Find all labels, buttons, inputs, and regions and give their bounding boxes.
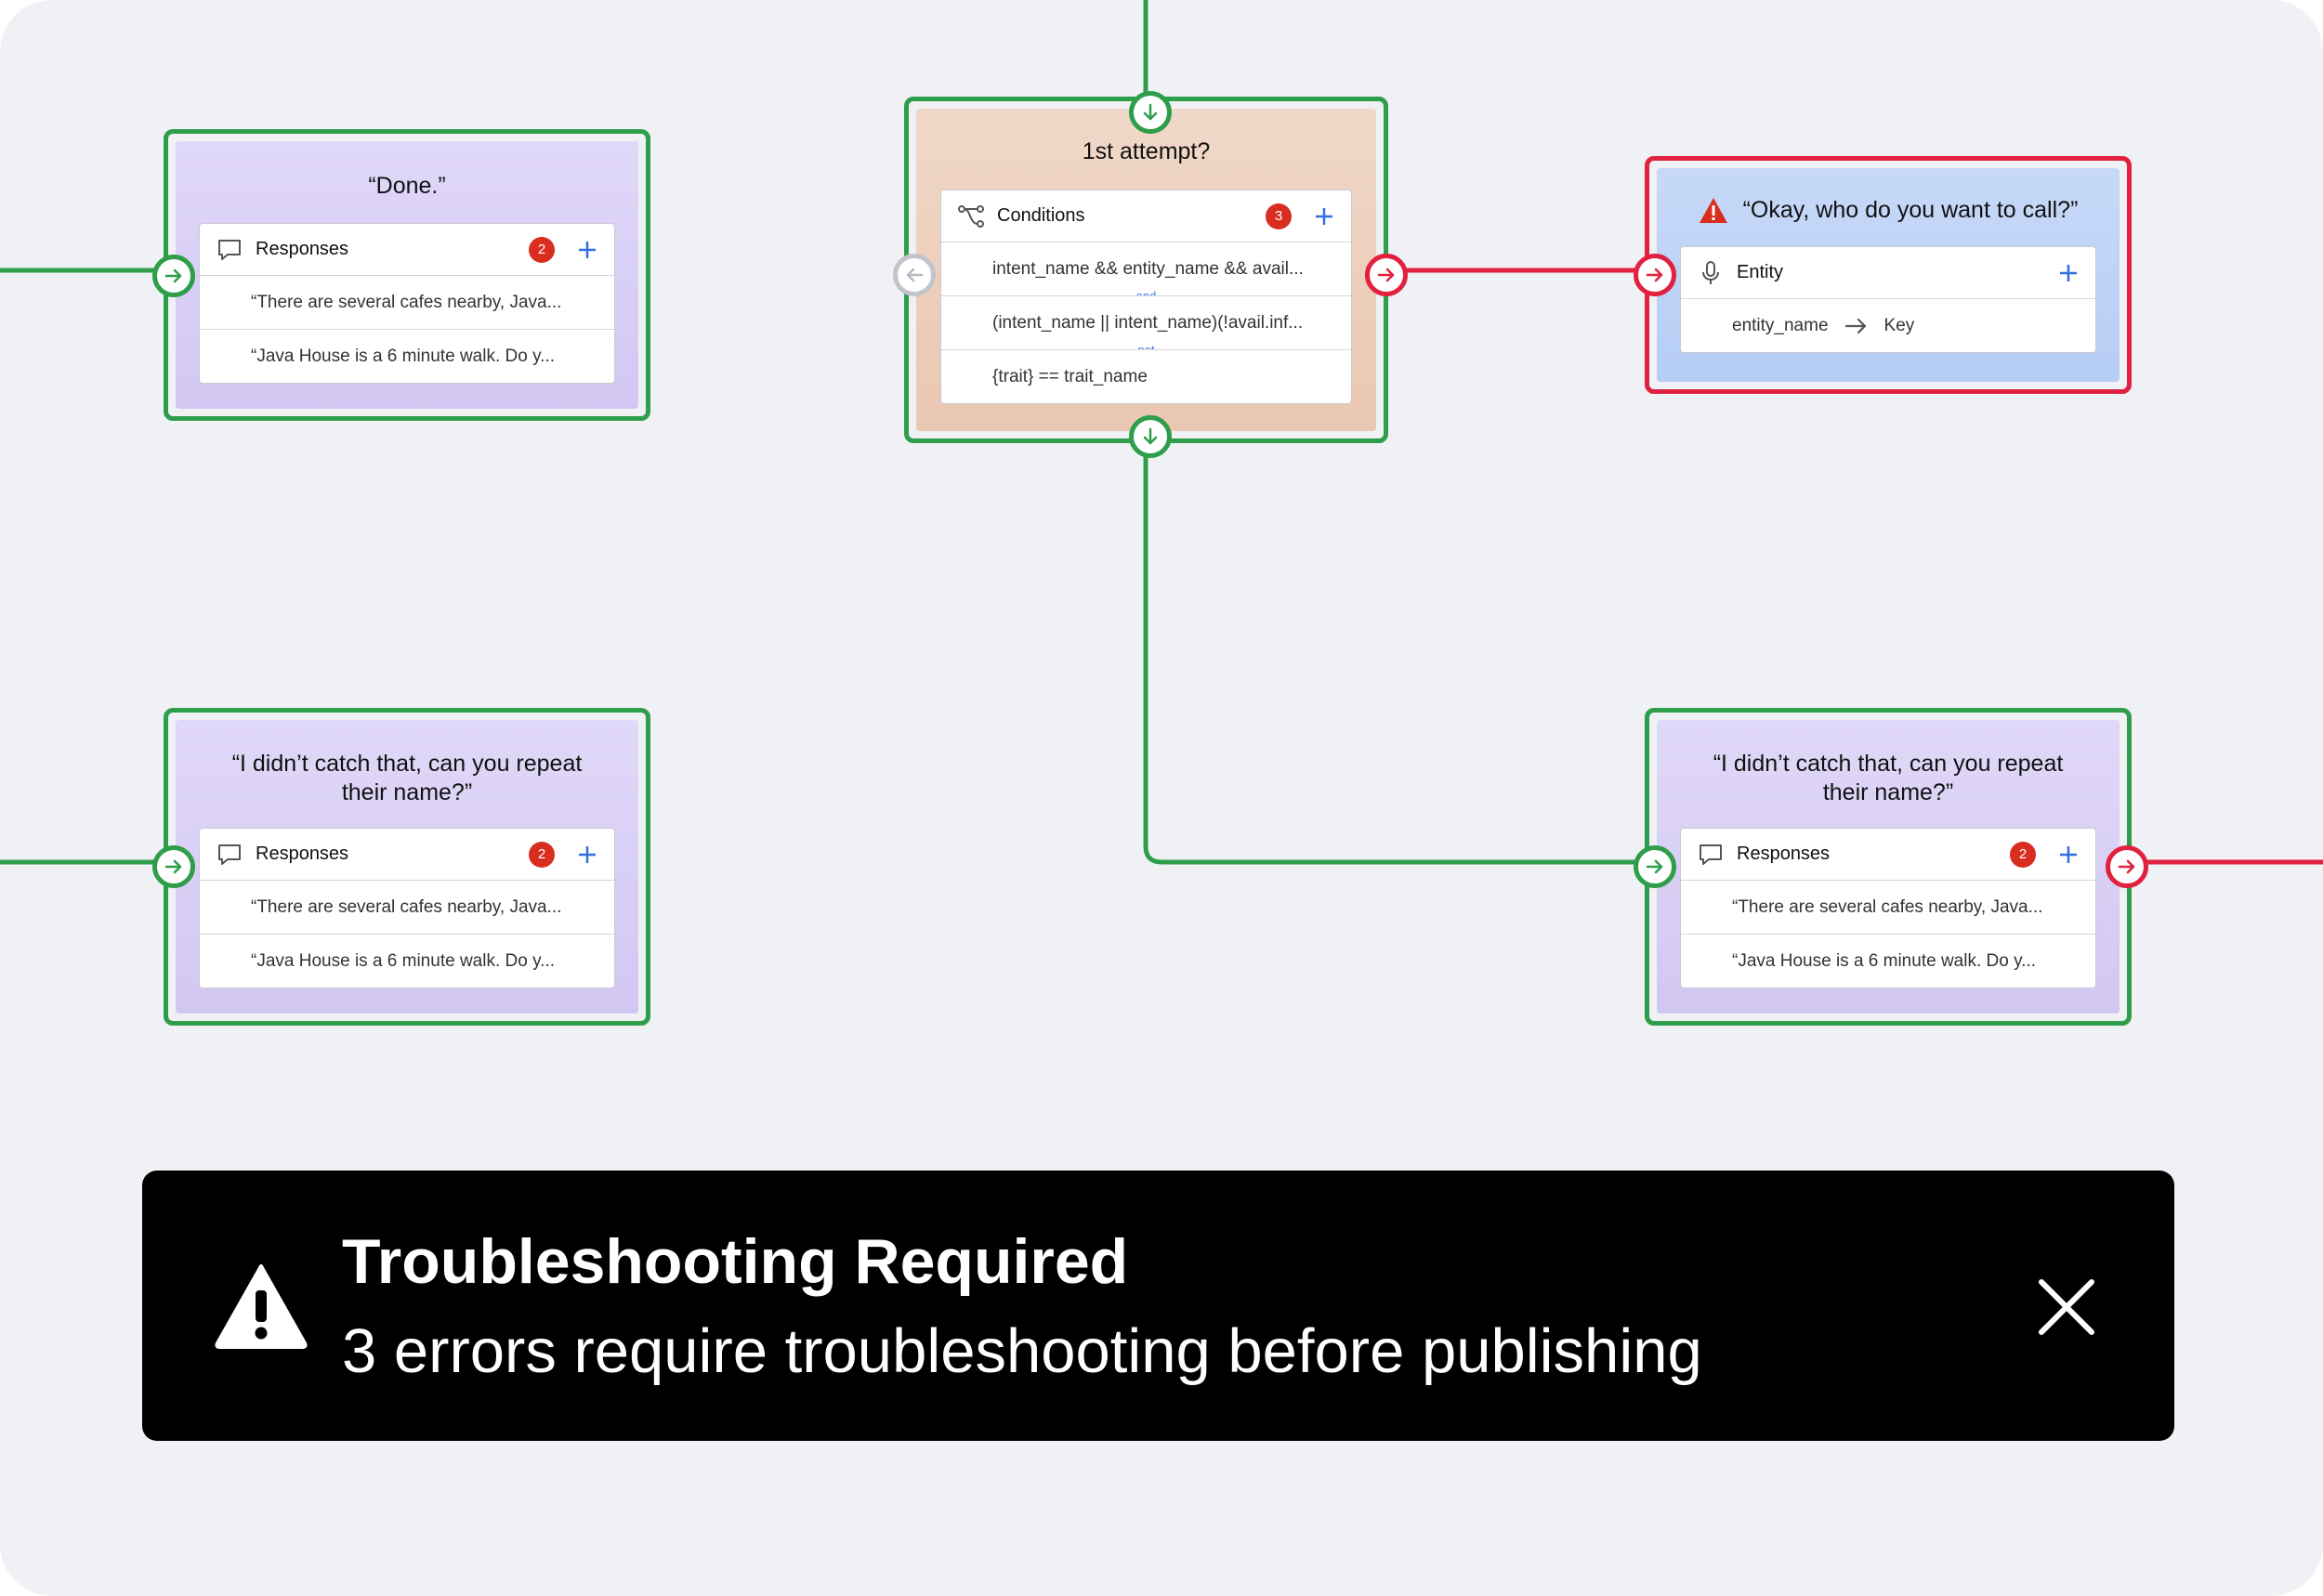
- warning-icon: [215, 1264, 308, 1349]
- plus-icon[interactable]: [2056, 843, 2080, 867]
- arrow-right-icon: [164, 859, 182, 874]
- chat-bubble-icon: [218, 239, 241, 260]
- card-label: Entity: [1737, 262, 1784, 282]
- node-title: “Okay, who do you want to call?”: [1742, 197, 2079, 223]
- card-label: Responses: [1737, 844, 1831, 864]
- card-label: Responses: [256, 239, 349, 259]
- operator-label: and: [1130, 289, 1162, 295]
- responses-card[interactable]: Responses 2 “There are several cafes nea…: [1680, 828, 2096, 988]
- card-header: Responses 2: [1681, 829, 2095, 881]
- microphone-icon: [1702, 260, 1719, 284]
- plus-icon[interactable]: [575, 238, 599, 262]
- node-title: 1st attempt?: [1082, 138, 1211, 164]
- count-badge: 2: [2010, 841, 2036, 868]
- response-row[interactable]: “Java House is a 6 minute walk. Do y...: [1732, 950, 2036, 971]
- error-input-port[interactable]: [1634, 254, 1676, 296]
- arrow-right-icon: [1646, 859, 1663, 874]
- responses-card[interactable]: Responses 2 “There are several cafes nea…: [199, 223, 615, 384]
- plus-icon[interactable]: [1312, 204, 1336, 229]
- error-output-port[interactable]: [2106, 845, 2148, 888]
- node-first-attempt[interactable]: 1st attempt? Conditions 3 intent_name &&…: [893, 91, 1408, 458]
- card-header: Responses 2: [200, 829, 614, 881]
- condition-row[interactable]: {trait} == trait_name: [941, 350, 1351, 403]
- chat-bubble-icon: [218, 844, 241, 865]
- arrow-right-icon: [2118, 859, 2135, 874]
- toast-message: 3 errors require troubleshooting before …: [342, 1316, 1702, 1386]
- toast-title: Troubleshooting Required: [342, 1226, 1129, 1297]
- entity-mapping-row[interactable]: entity_name Key: [1681, 299, 2095, 352]
- response-row[interactable]: “There are several cafes nearby, Java...: [1681, 881, 2095, 935]
- card-header: Responses 2: [200, 224, 614, 276]
- responses-card[interactable]: Responses 2 “There are several cafes nea…: [199, 828, 615, 988]
- node-title: “I didn’t catch that, can you repeat the…: [231, 751, 583, 805]
- entity-card[interactable]: Entity entity_name Key: [1680, 246, 2096, 353]
- count-badge: 2: [529, 841, 555, 868]
- condition-text: (intent_name || intent_name)(!avail.inf.…: [992, 312, 1304, 333]
- node-title-row: “Okay, who do you want to call?”: [1649, 196, 2127, 225]
- entity-source: entity_name: [1732, 315, 1829, 335]
- card-header: Conditions 3: [941, 190, 1351, 242]
- condition-row[interactable]: intent_name && entity_name && avail... a…: [941, 242, 1351, 296]
- close-icon[interactable]: [2034, 1275, 2099, 1340]
- wire-attempt-to-repeat-right: [1143, 432, 1650, 865]
- node-done[interactable]: “Done.” Responses 2 “There are several c…: [152, 129, 650, 421]
- node-title: “Done.”: [368, 173, 446, 199]
- response-row[interactable]: “Java House is a 6 minute walk. Do y...: [251, 346, 555, 366]
- error-output-port[interactable]: [1365, 254, 1408, 296]
- condition-text: {trait} == trait_name: [992, 366, 1148, 386]
- operator-label: not: [1132, 343, 1161, 349]
- response-row[interactable]: “Java House is a 6 minute walk. Do y...: [251, 950, 555, 971]
- card-label: Conditions: [997, 205, 1085, 226]
- condition-row[interactable]: (intent_name || intent_name)(!avail.inf.…: [941, 296, 1351, 350]
- input-port[interactable]: [1634, 845, 1676, 888]
- arrow-down-icon: [1143, 103, 1158, 121]
- arrow-down-icon: [1143, 427, 1158, 445]
- input-port[interactable]: [152, 845, 195, 888]
- count-badge: 2: [529, 236, 555, 263]
- arrow-left-icon: [906, 268, 924, 282]
- node-who-to-call[interactable]: “Okay, who do you want to call?” Entity …: [1634, 156, 2132, 394]
- error-toast: Troubleshooting Required 3 errors requir…: [142, 1171, 2174, 1441]
- node-repeat-left[interactable]: “I didn’t catch that, can you repeat the…: [152, 708, 650, 1026]
- conditions-card[interactable]: Conditions 3 intent_name && entity_name …: [940, 190, 1352, 404]
- response-row[interactable]: “There are several cafes nearby, Java...: [200, 276, 614, 330]
- node-repeat-right[interactable]: “I didn’t catch that, can you repeat the…: [1634, 708, 2148, 1026]
- input-port[interactable]: [152, 255, 195, 297]
- warning-icon: [1699, 198, 1727, 223]
- error-count-badge: 3: [1266, 203, 1292, 229]
- chat-bubble-icon: [1700, 844, 1722, 865]
- card-header: Entity: [1681, 247, 2095, 299]
- card-label: Responses: [256, 844, 349, 864]
- plus-icon[interactable]: [575, 843, 599, 867]
- output-port-bottom[interactable]: [1129, 415, 1172, 458]
- plus-icon[interactable]: [2056, 261, 2080, 285]
- response-row[interactable]: “There are several cafes nearby, Java...: [200, 881, 614, 935]
- arrow-right-icon: [1646, 268, 1663, 282]
- entity-target: Key: [1883, 315, 1915, 335]
- input-port-top[interactable]: [1129, 91, 1172, 134]
- branch-icon: [958, 204, 984, 228]
- condition-text: intent_name && entity_name && avail...: [992, 258, 1304, 279]
- arrow-right-icon: [1377, 268, 1395, 282]
- arrow-right-icon: [1844, 318, 1866, 334]
- node-title: “I didn’t catch that, can you repeat the…: [1713, 751, 2064, 805]
- arrow-right-icon: [164, 268, 182, 283]
- left-port[interactable]: [893, 254, 936, 296]
